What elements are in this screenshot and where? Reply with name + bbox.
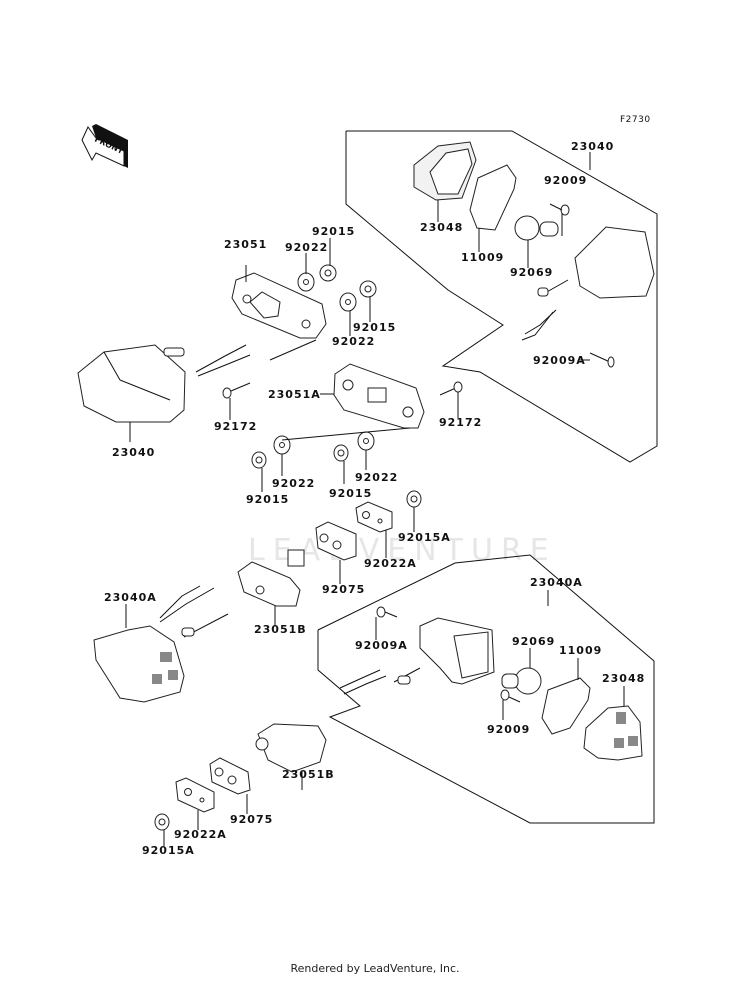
washer-92022-b [339,292,357,312]
label-23051B[interactable]: 23051B [254,623,307,636]
lens-23048-top [413,141,477,201]
lens-23048-bottom [583,705,643,761]
front-arrow-icon: FRONT [81,124,128,168]
label-92015A[interactable]: 92015A [142,844,195,857]
label-92015[interactable]: 92015 [329,487,372,500]
assembly-box-bottom [317,554,655,824]
label-92022A[interactable]: 92022A [174,828,227,841]
plate-92022A-bottom [175,777,215,813]
gasket-11009-top [469,164,517,231]
screw-92172-left [222,382,251,399]
lamp-23040A-right [339,617,495,695]
holder-23051B-bottom [255,723,327,773]
nut-92015-b [359,280,377,298]
footer-credit: Rendered by LeadVenture, Inc. [290,962,460,975]
label-92075[interactable]: 92075 [230,813,273,826]
nut-92015-a [319,264,337,282]
label-92009A[interactable]: 92009A [533,354,586,367]
label-23051B[interactable]: 23051B [282,768,335,781]
label-23051A[interactable]: 23051A [268,388,321,401]
washer-92022-d [357,431,375,451]
washer-92022-c [273,435,291,455]
bulb-92069-top [514,215,559,241]
grommet-92075-top [315,521,357,561]
lamp-23040A-left [93,585,229,703]
label-23051[interactable]: 23051 [224,238,267,251]
label-92022[interactable]: 92022 [332,335,375,348]
screw-92009-top [549,203,570,216]
label-92069[interactable]: 92069 [510,266,553,279]
label-92022[interactable]: 92022 [285,241,328,254]
label-92009A[interactable]: 92009A [355,639,408,652]
leader-lines [125,152,625,846]
label-92015[interactable]: 92015 [353,321,396,334]
label-92015[interactable]: 92015 [312,225,355,238]
bulb-92069-bottom [501,667,542,695]
washer-92022-a [297,272,315,292]
screw-92009A-top [589,352,615,368]
label-23040A[interactable]: 23040A [530,576,583,589]
label-92022[interactable]: 92022 [355,471,398,484]
nut-92015A-bottom [154,813,170,831]
screw-92009-bottom [500,689,521,703]
label-92009[interactable]: 92009 [544,174,587,187]
nut-92015-c [251,451,267,469]
label-92172[interactable]: 92172 [439,416,482,429]
assembly-box-top [345,130,658,463]
label-92075[interactable]: 92075 [322,583,365,596]
screw-92009A-bottom [376,606,398,618]
label-11009[interactable]: 11009 [461,251,504,264]
label-23048[interactable]: 23048 [420,221,463,234]
label-11009[interactable]: 11009 [559,644,602,657]
label-23048[interactable]: 23048 [602,672,645,685]
grommet-92075-bottom [209,757,251,795]
lamp-23040-left [77,344,251,423]
label-23040[interactable]: 23040 [571,140,614,153]
label-92069[interactable]: 92069 [512,635,555,648]
nut-92015-d [333,444,349,462]
label-92022[interactable]: 92022 [272,477,315,490]
label-92015[interactable]: 92015 [246,493,289,506]
holder-23051B-top [237,549,305,607]
lamp-23040-top [521,226,655,341]
label-23040A[interactable]: 23040A [104,591,157,604]
label-92015A[interactable]: 92015A [398,531,451,544]
gasket-11009-bottom [541,677,591,735]
nut-92015A-top [406,490,422,508]
label-92009[interactable]: 92009 [487,723,530,736]
figure-code: F2730 [620,115,651,125]
label-23040[interactable]: 23040 [112,446,155,459]
label-92172[interactable]: 92172 [214,420,257,433]
bracket-23051 [231,272,327,339]
bracket-23051A [333,363,425,429]
label-92022A[interactable]: 92022A [364,557,417,570]
plate-92022A-top [355,501,393,533]
screw-92172-right [439,381,463,396]
